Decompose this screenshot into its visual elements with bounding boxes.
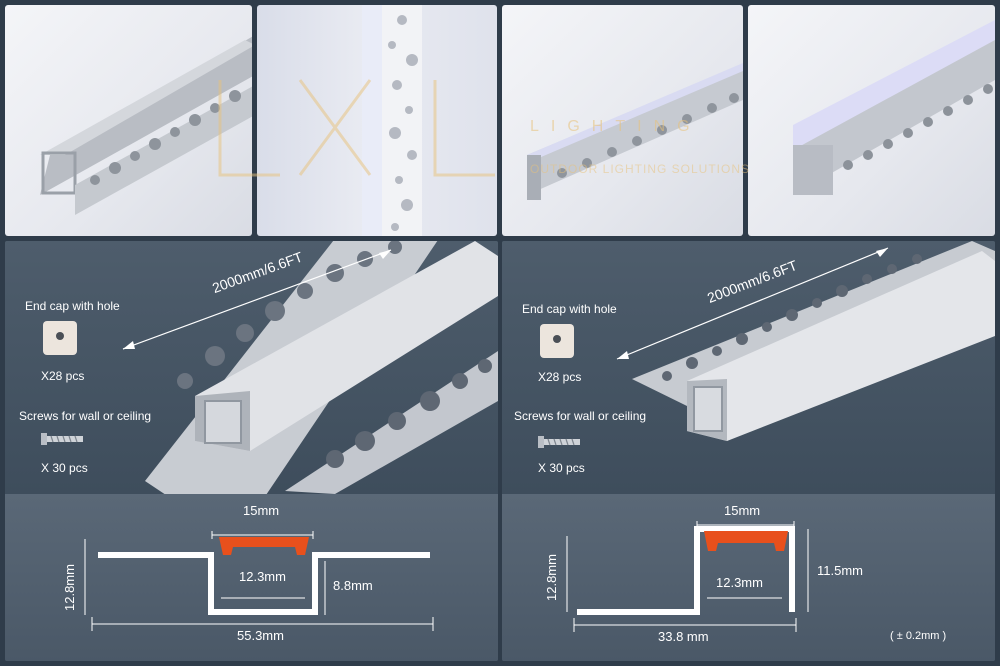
- profile-render: [616, 241, 995, 441]
- dim-side-height: 11.5mm: [817, 563, 863, 578]
- spec-panel-right: 2000mm/6.6FT End cap with hole X28 pcs S…: [502, 241, 995, 661]
- profile-vertical-illustration: [362, 5, 422, 236]
- endcap-qty: X28 pcs: [538, 370, 582, 384]
- watermark-logo: [200, 70, 520, 190]
- profile-closeup-illustration: [793, 20, 995, 195]
- endcap-label: End cap with hole: [522, 302, 617, 316]
- endcap-qty: X28 pcs: [41, 369, 85, 383]
- dim-top-width: 15mm: [243, 503, 280, 518]
- endcap-icon: [41, 319, 79, 357]
- profile-illustration: [40, 36, 252, 215]
- watermark-brand: LIGHTING: [530, 118, 702, 135]
- dim-side-height: 8.8mm: [333, 578, 373, 593]
- endcap-label: End cap with hole: [25, 299, 120, 313]
- product-photo-1: [5, 5, 252, 236]
- dim-total-width: 33.8 mm: [658, 629, 709, 644]
- screw-icon: [41, 430, 85, 448]
- tolerance-note: ( ± 0.2mm ): [890, 630, 947, 642]
- product-photo-3: [502, 5, 743, 236]
- watermark-lxl-icon: [218, 79, 495, 177]
- screws-qty: X 30 pcs: [41, 461, 88, 475]
- dim-inner-width: 12.3mm: [716, 575, 763, 590]
- product-photo-2: [257, 5, 497, 236]
- screw-icon: [538, 433, 582, 451]
- cross-section-area: [5, 494, 498, 661]
- endcap-icon: [538, 322, 576, 360]
- dim-top-width: 15mm: [724, 503, 761, 518]
- cross-section-drawing: [566, 521, 809, 632]
- watermark-tagline: OUTDOOR LIGHTING SOLUTIONS: [530, 162, 751, 176]
- profile-render: [122, 241, 498, 494]
- dim-height: 12.8mm: [62, 564, 77, 611]
- spec-panel-left: 2000mm/6.6FT End cap with hole X28 pcs S…: [5, 241, 498, 661]
- dim-height: 12.8mm: [544, 554, 559, 601]
- screws-label: Screws for wall or ceiling: [19, 409, 152, 423]
- profile-angled-illustration: [527, 63, 743, 200]
- dim-total-width: 55.3mm: [237, 628, 284, 643]
- product-photo-4: [748, 5, 995, 236]
- screws-qty: X 30 pcs: [538, 461, 585, 475]
- cross-section-area: [502, 494, 995, 661]
- dim-inner-width: 12.3mm: [239, 569, 286, 584]
- cross-section-drawing: [84, 531, 434, 631]
- screws-label: Screws for wall or ceiling: [514, 409, 647, 423]
